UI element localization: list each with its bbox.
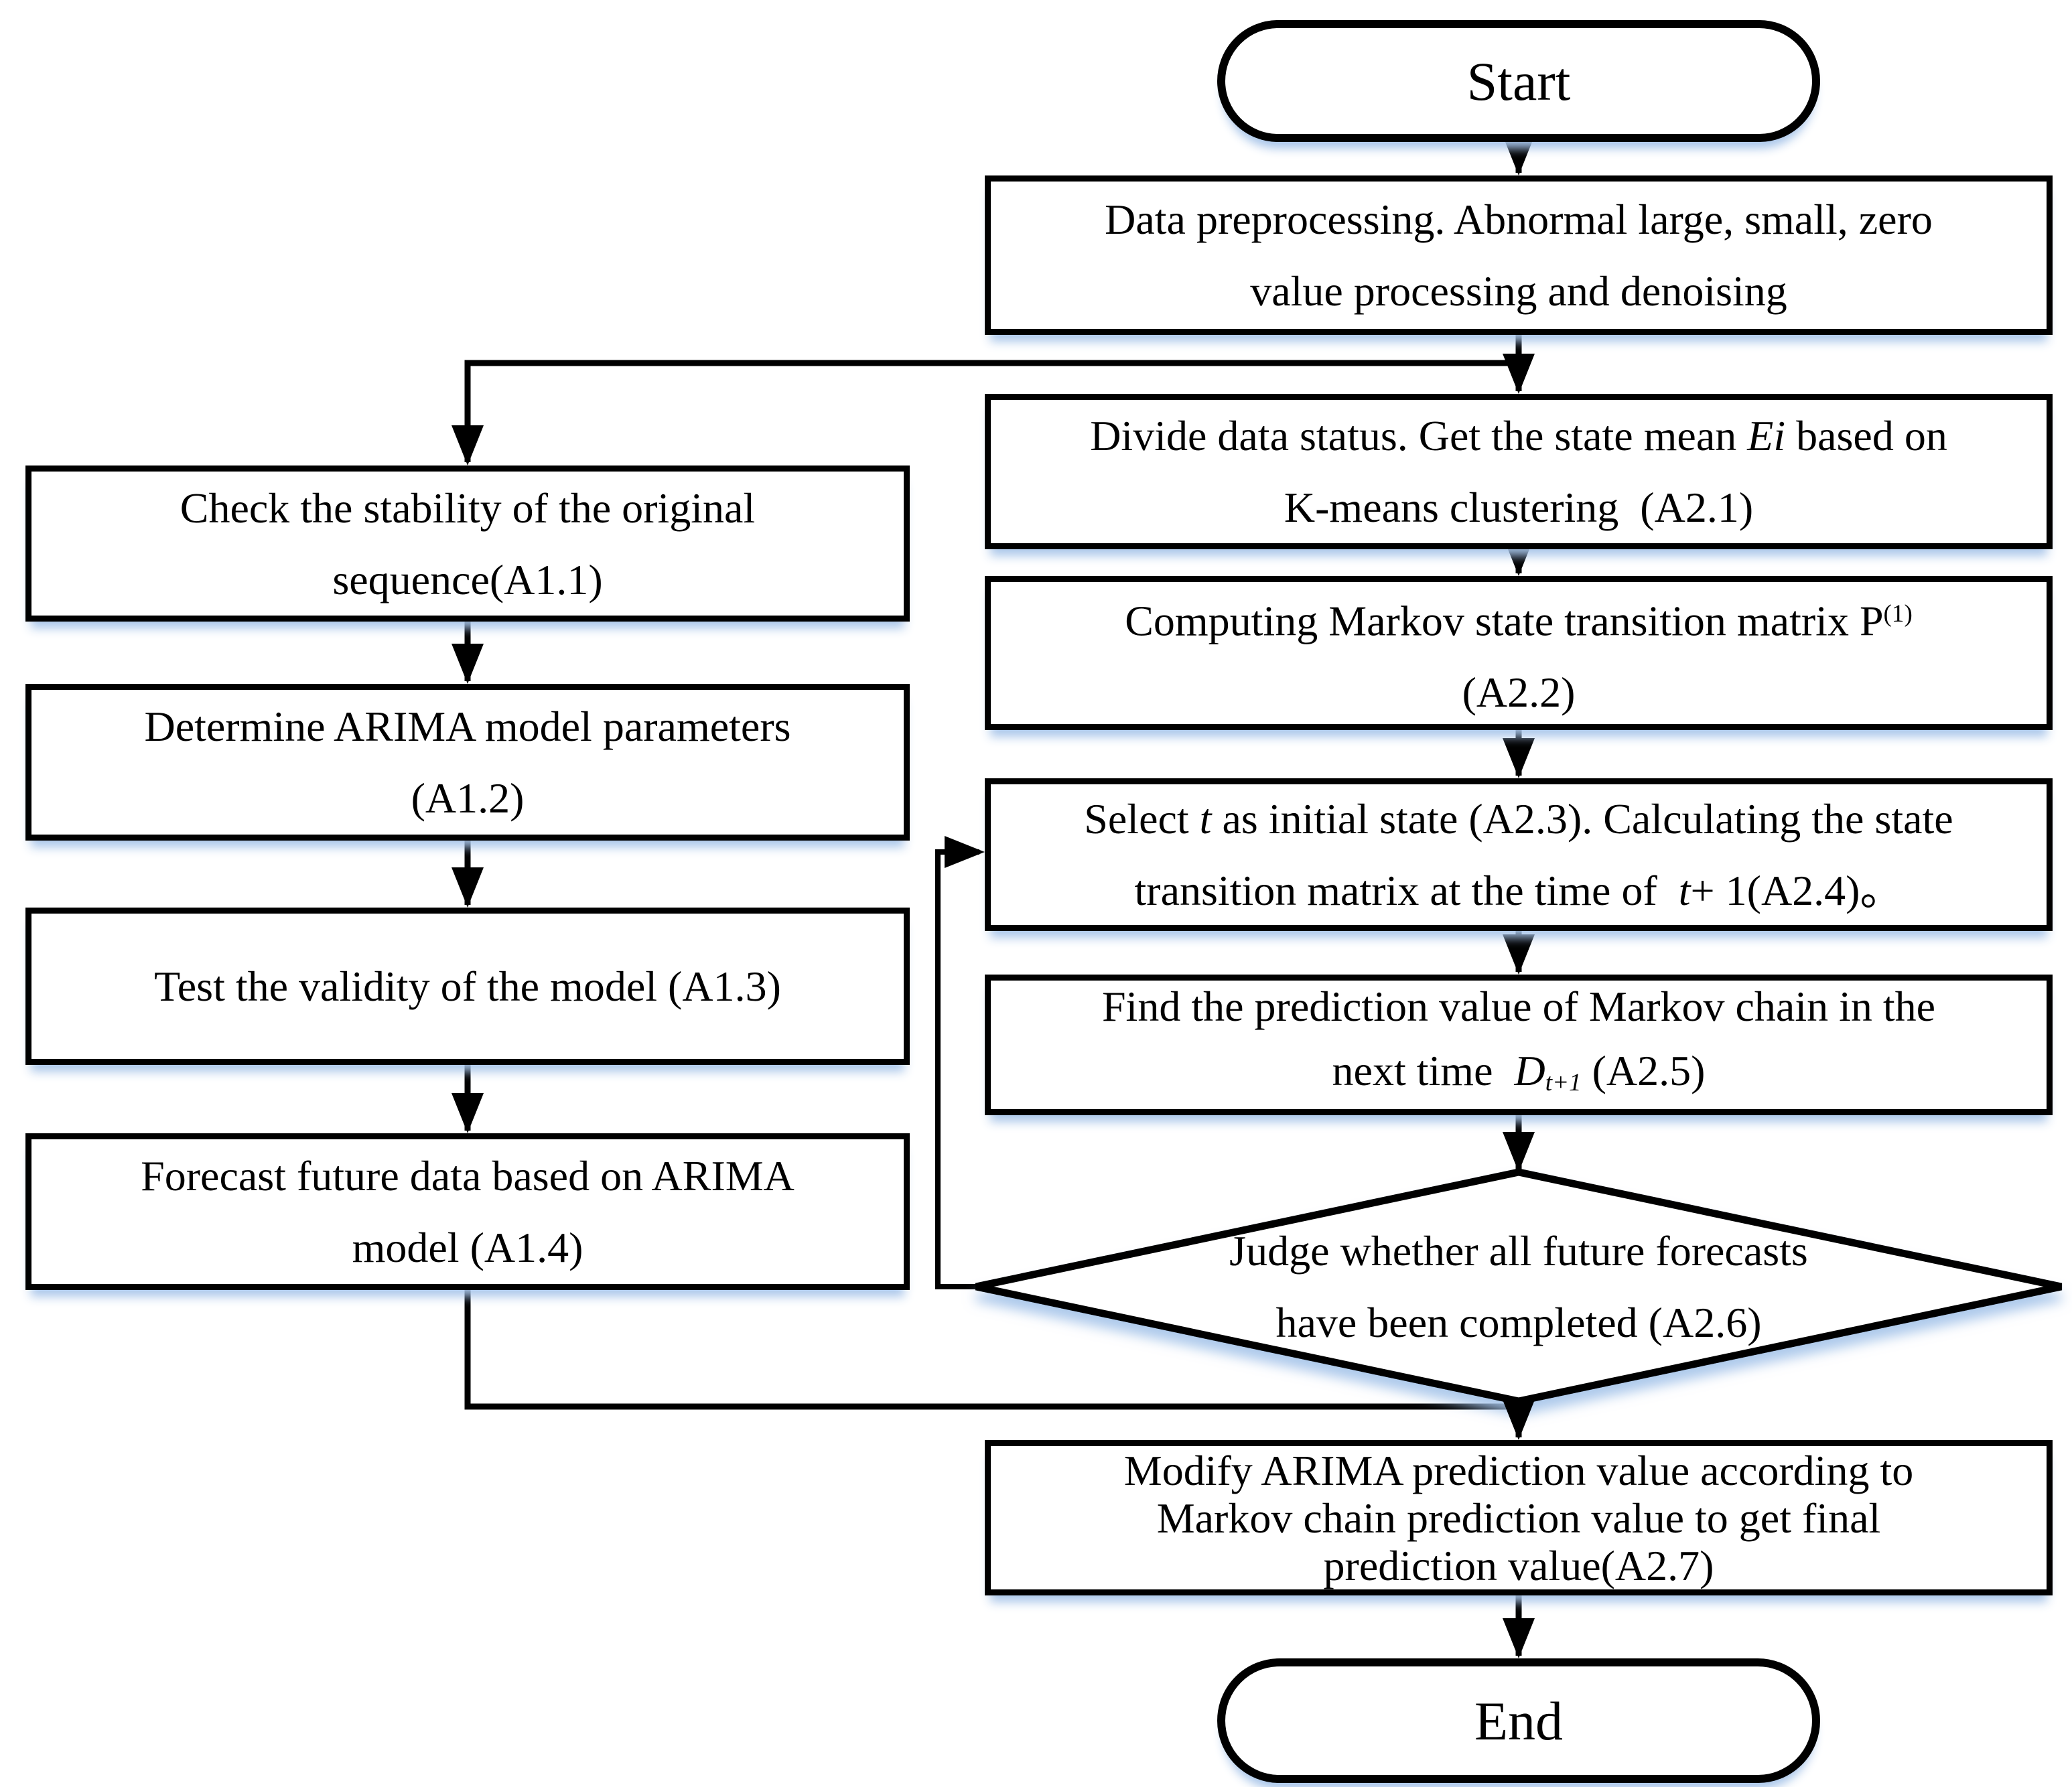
node-text-line: Test the validity of the model (A1.3)	[154, 962, 781, 1010]
node-select-initial-state: Select t as initial state (A2.3). Calcul…	[985, 778, 2053, 931]
node-divide-data-status: Divide data status. Get the state mean E…	[985, 394, 2053, 549]
node-modify-arima-prediction: Modify ARIMA prediction value according …	[985, 1440, 2053, 1595]
arrowhead-into-judge	[1503, 1132, 1535, 1172]
node-determine-arima-parameters: Determine ARIMA model parameters (A1.2)	[25, 684, 910, 841]
node-text-line: Computing Markov state transition matrix…	[1125, 578, 1913, 656]
text-fragment: as initial state (A2.3). Calculating the…	[1211, 795, 1953, 843]
node-text-line: prediction value(A2.7)	[1323, 1541, 1714, 1589]
node-end-label: End	[1474, 1690, 1564, 1752]
node-text-line: Check the stability of the original	[180, 484, 756, 532]
text-fragment-italic: Ei	[1747, 412, 1786, 459]
text-fragment: (A2.5)	[1581, 1046, 1706, 1094]
node-judge-forecasts-complete: Judge whether all future forecasts have …	[1117, 1211, 1921, 1362]
text-fragment: based on	[1785, 412, 1947, 459]
arrowhead-into-select	[1503, 738, 1535, 778]
node-text-line: (A2.2)	[1462, 668, 1576, 717]
arrowhead-into-end	[1503, 1618, 1535, 1658]
text-fragment: + 1(A2.4)。	[1690, 867, 1903, 914]
text-fragment: next time	[1332, 1046, 1515, 1094]
node-start-label: Start	[1466, 50, 1571, 112]
node-start: Start	[1217, 20, 1820, 142]
text-fragment-subscript: t+1	[1545, 1069, 1582, 1097]
node-end: End	[1217, 1658, 1820, 1783]
arrowhead-into-preprocess	[1503, 135, 1535, 175]
arrowhead-loop-into-select	[945, 836, 985, 868]
node-text-line: Markov chain prediction value to get fin…	[1156, 1494, 1881, 1542]
node-text-line: (A1.2)	[411, 774, 525, 822]
node-text-line: have been completed (A2.6)	[1275, 1299, 1762, 1346]
node-text-line: Determine ARIMA model parameters	[144, 703, 791, 750]
text-fragment-italic: D	[1514, 1046, 1545, 1094]
text-fragment: transition matrix at the time of	[1134, 867, 1679, 914]
text-fragment-italic: t	[1199, 795, 1212, 843]
node-forecast-future-data: Forecast future data based on ARIMA mode…	[25, 1133, 910, 1290]
node-text-line: K-means clustering (A2.1)	[1284, 484, 1754, 531]
node-computing-transition-matrix: Computing Markov state transition matrix…	[985, 576, 2053, 730]
arrowheads	[452, 135, 1535, 1658]
text-fragment-italic: t	[1678, 867, 1691, 914]
node-data-preprocessing: Data preprocessing. Abnormal large, smal…	[985, 175, 2053, 335]
node-text-line: transition matrix at the time of t+ 1(A2…	[1135, 855, 1903, 926]
arrowhead-into-divide	[1503, 354, 1535, 394]
node-text-line: Divide data status. Get the state mean E…	[1090, 400, 1947, 472]
node-find-markov-prediction: Find the prediction value of Markov chai…	[985, 975, 2053, 1115]
node-check-stability: Check the stability of the original sequ…	[25, 466, 910, 622]
node-text-line: Judge whether all future forecasts	[1229, 1227, 1808, 1275]
node-text-line: Modify ARIMA prediction value according …	[1123, 1446, 1914, 1494]
text-fragment: Divide data status. Get the state mean	[1090, 412, 1748, 459]
arrowhead-into-modify	[1503, 1400, 1535, 1440]
node-text-line: model (A1.4)	[352, 1224, 583, 1271]
node-text-line: Data preprocessing. Abnormal large, smal…	[1105, 196, 1933, 243]
text-fragment-superscript: (1)	[1883, 599, 1913, 628]
node-text-line: value processing and denoising	[1250, 267, 1787, 315]
node-text-line: Select t as initial state (A2.3). Calcul…	[1084, 783, 1953, 855]
node-text-line: Find the prediction value of Markov chai…	[1101, 982, 1936, 1030]
arrowhead-into-forecast	[452, 1093, 484, 1133]
arrowhead-into-check	[452, 425, 484, 466]
node-text-line: next time Dt+1 (A2.5)	[1332, 1039, 1706, 1115]
node-text-line: Forecast future data based on ARIMA	[141, 1152, 795, 1200]
arrowhead-into-find	[1503, 934, 1535, 975]
node-test-model-validity: Test the validity of the model (A1.3)	[25, 908, 910, 1065]
node-text-line: sequence(A1.1)	[332, 555, 603, 603]
text-fragment: Computing Markov state transition matrix…	[1125, 597, 1884, 645]
arrowhead-into-test	[452, 867, 484, 908]
arrowhead-into-determine	[452, 644, 484, 684]
text-fragment: Select	[1084, 795, 1200, 843]
